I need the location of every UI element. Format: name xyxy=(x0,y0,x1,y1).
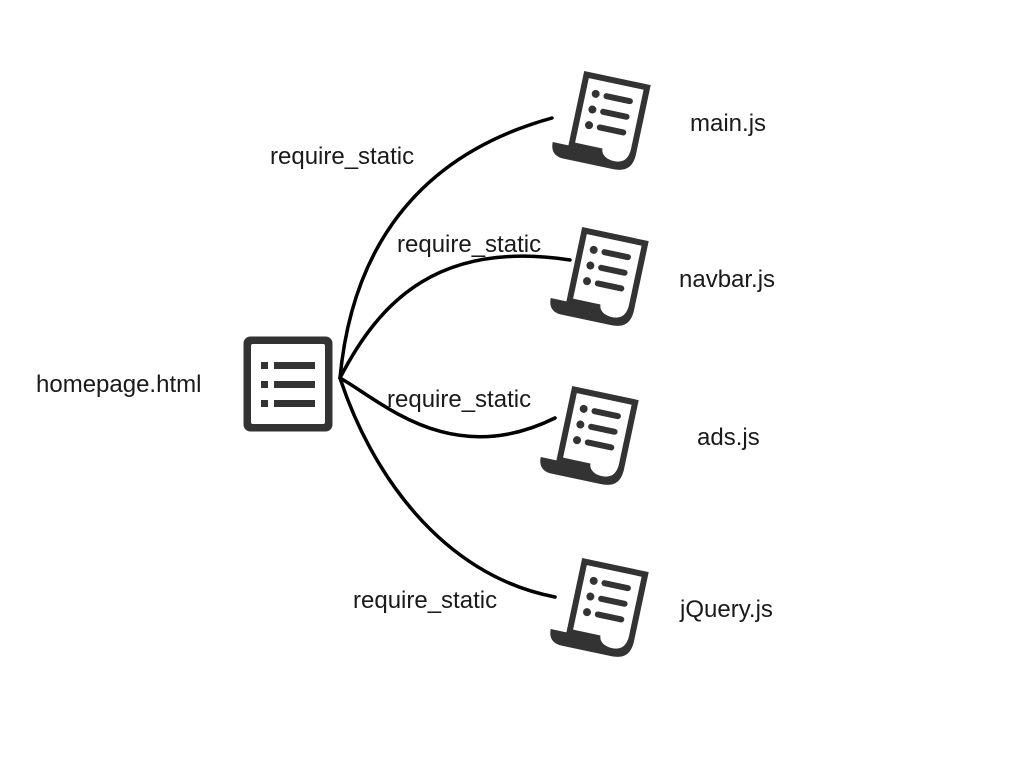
source-label: homepage.html xyxy=(36,371,202,398)
target-label-ads-js: ads.js xyxy=(697,424,760,451)
scroll-document-icon xyxy=(550,226,649,326)
scroll-document-icon xyxy=(550,557,649,657)
target-label-main-js: main.js xyxy=(690,110,767,137)
target-label-navbar-js: navbar.js xyxy=(679,266,776,293)
edge-jquery-js xyxy=(338,376,557,599)
scroll-document-icon xyxy=(540,385,639,485)
edge-main-js xyxy=(338,116,554,380)
edge-ads-js xyxy=(338,376,557,439)
scroll-document-icon xyxy=(552,70,651,170)
edge-label-main-js: require_static xyxy=(270,143,415,170)
edge-label-navbar-js: require_static xyxy=(397,231,542,258)
edge-label-ads-js: require_static xyxy=(387,386,532,413)
list-document-icon xyxy=(243,336,333,432)
edge-label-jquery-js: require_static xyxy=(353,587,498,614)
target-label-jquery-js: jQuery.js xyxy=(680,596,773,623)
edge-navbar-js xyxy=(338,254,572,380)
